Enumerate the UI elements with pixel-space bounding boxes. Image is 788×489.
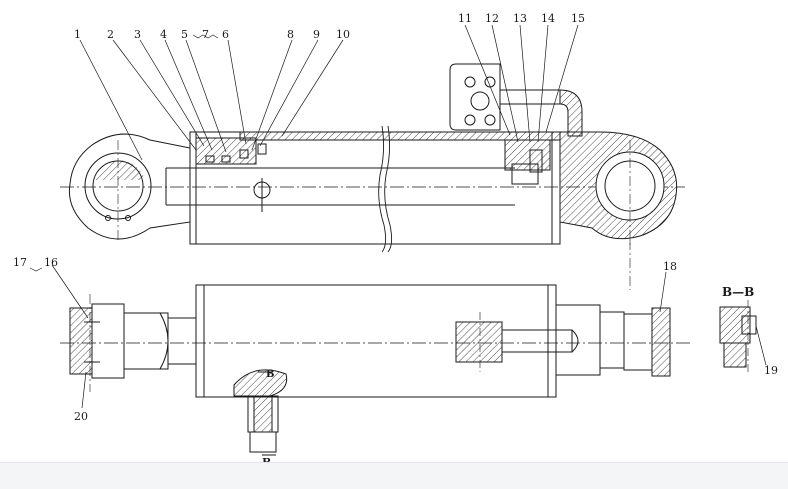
callout-10: 10 <box>336 28 350 41</box>
callout-9: 9 <box>313 28 320 41</box>
port-section <box>233 369 288 456</box>
section-bb-view <box>719 300 757 372</box>
callout-13: 13 <box>513 12 527 25</box>
rod-eye-left <box>68 133 191 240</box>
rod-eye-right <box>559 131 678 245</box>
left-clevis <box>69 294 197 392</box>
leader-lines <box>29 24 767 409</box>
piston-rod <box>165 167 515 206</box>
callout-2: 2 <box>107 28 114 41</box>
callout-8: 8 <box>287 28 294 41</box>
callout-11: 11 <box>458 12 472 25</box>
callout-18: 18 <box>663 260 677 273</box>
callout-20: 20 <box>74 410 88 423</box>
callout-14: 14 <box>541 12 555 25</box>
callout-1: 1 <box>74 28 81 41</box>
manifold-block <box>449 63 583 137</box>
callout-12: 12 <box>485 12 499 25</box>
callout-16: 16 <box>44 256 58 269</box>
piston-detail <box>455 312 579 372</box>
callout-labels: 1 2 3 4 5 7 6 8 9 10 11 12 13 14 15 17 1… <box>13 12 778 469</box>
callout-6: 6 <box>222 28 229 41</box>
top-section-view <box>60 63 685 290</box>
callout-17: 17 <box>13 256 27 269</box>
callout-19: 19 <box>764 364 778 377</box>
section-title: B—B <box>722 285 754 299</box>
piston <box>504 139 551 185</box>
callout-7: 7 <box>202 28 209 41</box>
callout-5: 5 <box>181 28 188 41</box>
right-clevis <box>555 304 671 377</box>
bottom-external-view <box>60 284 757 456</box>
callout-4: 4 <box>160 28 167 41</box>
callout-15: 15 <box>571 12 585 25</box>
section-mark-top: B <box>266 369 274 380</box>
callout-3: 3 <box>134 28 141 41</box>
bottom-strip <box>0 462 788 489</box>
